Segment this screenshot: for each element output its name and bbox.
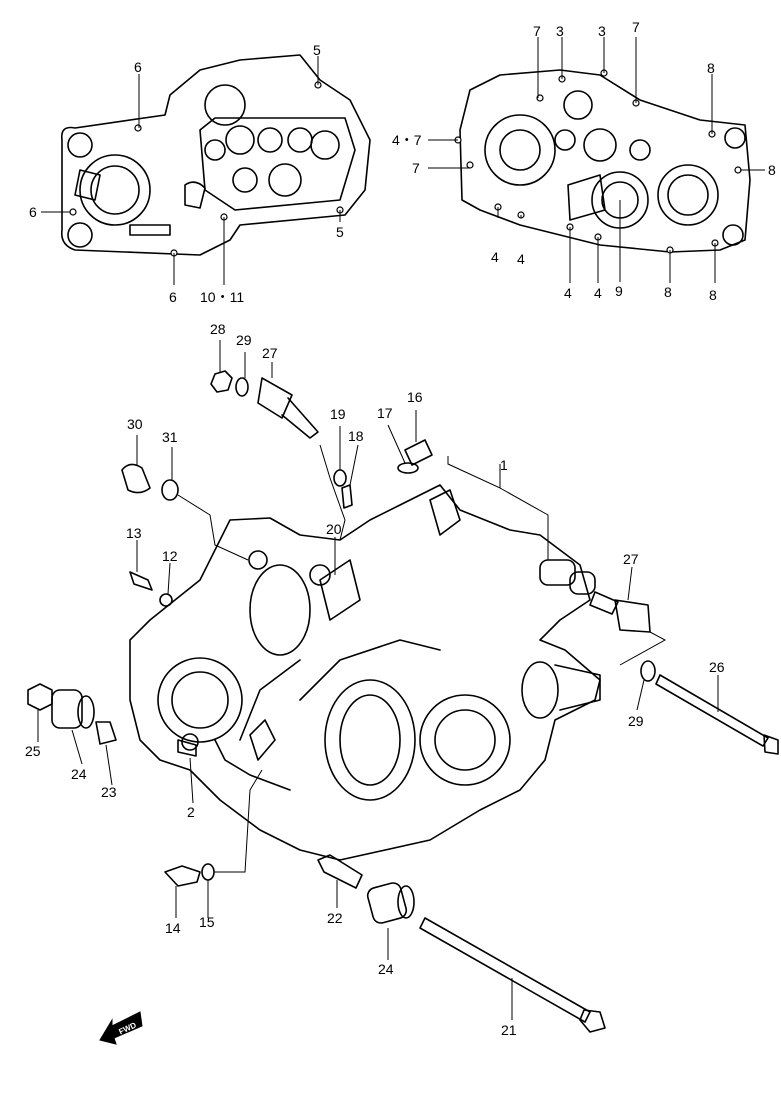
label-17: 17 bbox=[377, 405, 393, 421]
fasteners bbox=[27, 370, 779, 1033]
label-12: 12 bbox=[162, 548, 178, 564]
label-14: 14 bbox=[165, 920, 181, 936]
label-4b: 4 bbox=[517, 251, 525, 267]
label-8b: 8 bbox=[768, 162, 776, 178]
washer-19 bbox=[333, 469, 347, 487]
plug-30 bbox=[121, 463, 151, 494]
label-6b: 6 bbox=[29, 204, 37, 220]
label-3a: 3 bbox=[556, 23, 564, 39]
label-24a: 24 bbox=[71, 766, 87, 782]
label-25: 25 bbox=[25, 743, 41, 759]
label-20: 20 bbox=[326, 521, 342, 537]
label-24b: 24 bbox=[378, 961, 394, 977]
washer-31 bbox=[161, 479, 179, 501]
left-crankcase-half bbox=[60, 54, 371, 257]
label-28: 28 bbox=[210, 321, 226, 337]
label-27b: 27 bbox=[623, 551, 639, 567]
label-8a: 8 bbox=[707, 60, 715, 76]
label-5a: 5 bbox=[313, 42, 321, 58]
label-18: 18 bbox=[348, 428, 364, 444]
dowel-27a bbox=[257, 377, 319, 439]
label-8c: 8 bbox=[664, 284, 672, 300]
cap-16 bbox=[404, 439, 433, 466]
label-7c: 7 bbox=[412, 160, 420, 176]
label-6c: 6 bbox=[169, 289, 177, 305]
label-30: 30 bbox=[127, 416, 143, 432]
label-8d: 8 bbox=[709, 287, 717, 303]
nut-25 bbox=[27, 683, 53, 711]
washer-17 bbox=[397, 462, 419, 474]
fwd-arrow-icon: FWD bbox=[99, 1011, 143, 1045]
label-27a: 27 bbox=[262, 345, 278, 361]
label-21: 21 bbox=[501, 1022, 517, 1038]
label-19: 19 bbox=[330, 406, 346, 422]
leader-lines bbox=[37, 37, 765, 1020]
label-3b: 3 bbox=[598, 23, 606, 39]
label-29a: 29 bbox=[236, 332, 252, 348]
label-29b: 29 bbox=[628, 713, 644, 729]
washer-29a bbox=[235, 377, 249, 397]
bolt-26 bbox=[655, 674, 769, 747]
label-2: 2 bbox=[187, 804, 195, 820]
bolt-21 bbox=[419, 917, 591, 1023]
label-6a: 6 bbox=[134, 59, 142, 75]
label-4a: 4 bbox=[491, 249, 499, 265]
oring-12 bbox=[159, 593, 173, 607]
label-9: 9 bbox=[615, 283, 623, 299]
label-22: 22 bbox=[327, 910, 343, 926]
label-5b: 5 bbox=[336, 224, 344, 240]
label-4c: 4 bbox=[564, 285, 572, 301]
label-7b: 7 bbox=[632, 19, 640, 35]
crankcase-assembly bbox=[129, 484, 601, 861]
bolt-18 bbox=[341, 484, 353, 509]
right-crankcase-half bbox=[454, 69, 751, 254]
label-23: 23 bbox=[101, 784, 117, 800]
callout-labels: 1 2 3 3 4 4 4 4 4・7 5 5 6 6 6 7 7 7 8 8 … bbox=[25, 19, 776, 1038]
label-7a: 7 bbox=[533, 23, 541, 39]
dowel-27b bbox=[589, 591, 651, 633]
label-4-7: 4・7 bbox=[392, 132, 422, 148]
dowel-2 bbox=[177, 739, 197, 757]
nut-28 bbox=[210, 370, 233, 393]
label-16: 16 bbox=[407, 389, 423, 405]
label-31: 31 bbox=[162, 429, 178, 445]
label-10-11: 10・11 bbox=[200, 289, 244, 305]
label-26: 26 bbox=[709, 659, 725, 675]
bearing-24a bbox=[51, 689, 95, 729]
screw-13 bbox=[129, 571, 153, 591]
label-1: 1 bbox=[500, 457, 508, 473]
washer-15 bbox=[201, 863, 215, 881]
bearing-24b bbox=[366, 882, 415, 924]
spacer-22 bbox=[317, 854, 363, 889]
plug-23 bbox=[95, 721, 117, 745]
label-4d: 4 bbox=[594, 285, 602, 301]
bolt-14 bbox=[164, 865, 201, 887]
washer-29b bbox=[640, 660, 656, 682]
label-15: 15 bbox=[199, 914, 215, 930]
label-13: 13 bbox=[126, 525, 142, 541]
